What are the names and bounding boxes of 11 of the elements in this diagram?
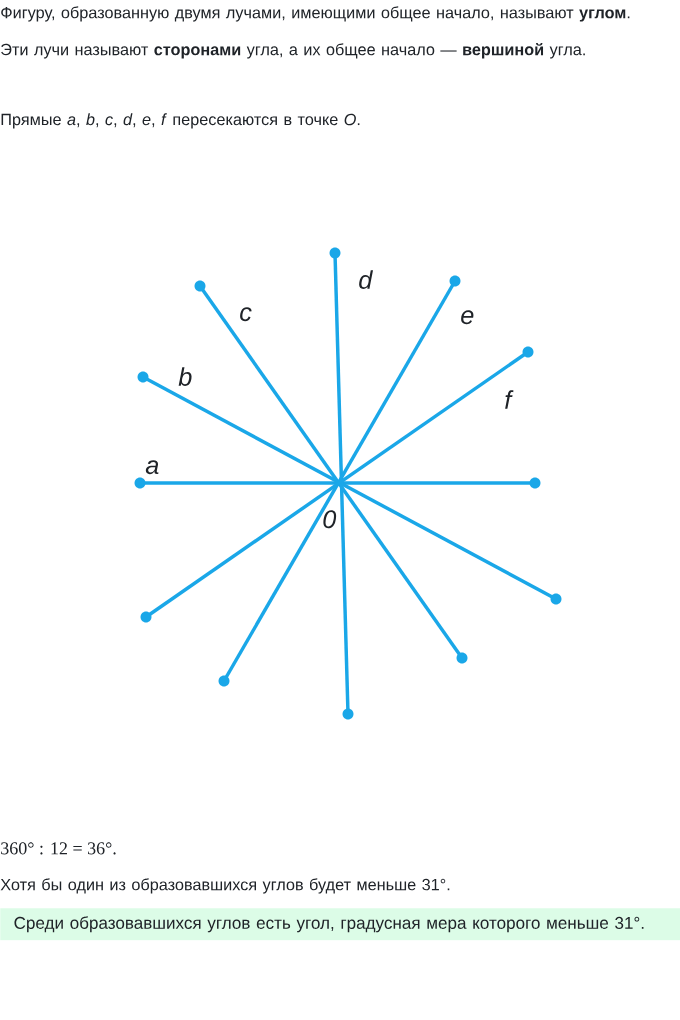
line-label: f: [505, 390, 514, 409]
line-label: e: [461, 310, 474, 325]
answer-box: Среди образовавшихся углов есть угол, градусная мера которого меньше 31°.: [0, 908, 680, 941]
point-label: 0: [323, 510, 337, 529]
paragraph: Фигуру, образованную двумя лучами, имеющими общее начало, называют углом. Эти лучи называют сторонами угла, а их общее начало — вершиной угла.: [1, 6, 630, 59]
paragraph: Прямые a, b, c, d, e, f пересекаются в точке O.: [1, 113, 360, 129]
formula-line: 360° : 12 = 36°.: [1, 842, 116, 855]
line-label: c: [240, 307, 252, 322]
line-label: a: [145, 460, 159, 475]
line-label: b: [178, 367, 192, 386]
line-label: d: [359, 270, 373, 289]
